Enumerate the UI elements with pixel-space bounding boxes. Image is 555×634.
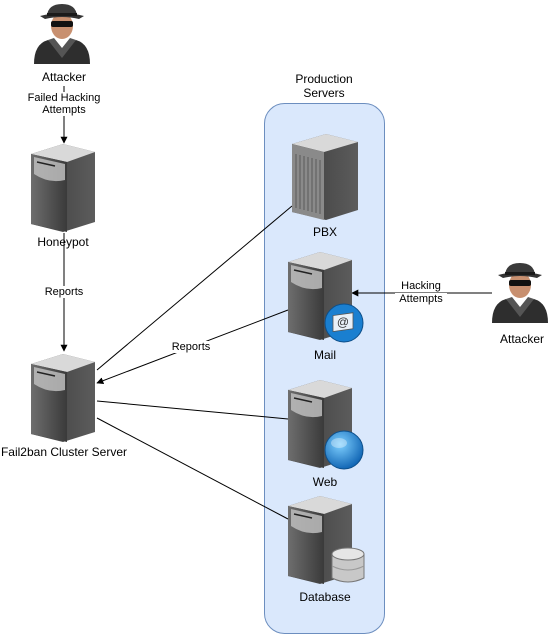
group-label-line1: Production: [295, 72, 353, 86]
database-label: Database: [299, 590, 351, 604]
database-cylinder-icon: [331, 547, 365, 583]
edge-fail2ban-to-database: [96, 417, 289, 520]
honeypot-server-icon: [31, 144, 95, 232]
svg-text:@: @: [337, 315, 349, 329]
edge-label-reports-mail: Reports: [167, 341, 215, 353]
fail2ban-server-icon: [31, 354, 95, 442]
attacker-top-label: Attacker: [41, 70, 86, 84]
honeypot-label: Honeypot: [37, 235, 89, 249]
edge-label-hacking-line1: Hacking: [398, 280, 444, 292]
attacker-right-label: Attacker: [499, 332, 544, 346]
pbx-label: PBX: [312, 225, 337, 239]
fail2ban-label: Fail2ban Cluster Server: [0, 445, 128, 459]
edge-label-reports-honeypot: Reports: [40, 286, 88, 298]
attacker-right-icon: [492, 263, 548, 323]
edge-fail2ban-to-web: [96, 400, 289, 420]
edge-pbx-to-fail2ban: [96, 205, 293, 371]
edge-label-failed-hacking-line2: Attempts: [37, 104, 91, 116]
edge-label-failed-hacking-line1: Failed Hacking: [22, 92, 106, 104]
attacker-top-icon: [34, 4, 90, 64]
pbx-server-icon: [292, 134, 358, 220]
mail-label: Mail: [313, 348, 336, 362]
group-label-line2: Servers: [303, 86, 345, 100]
web-globe-icon: [324, 430, 364, 470]
web-label: Web: [312, 475, 338, 489]
edge-label-hacking-line2: Attempts: [395, 293, 447, 305]
mail-envelope-icon: @: [324, 303, 364, 343]
